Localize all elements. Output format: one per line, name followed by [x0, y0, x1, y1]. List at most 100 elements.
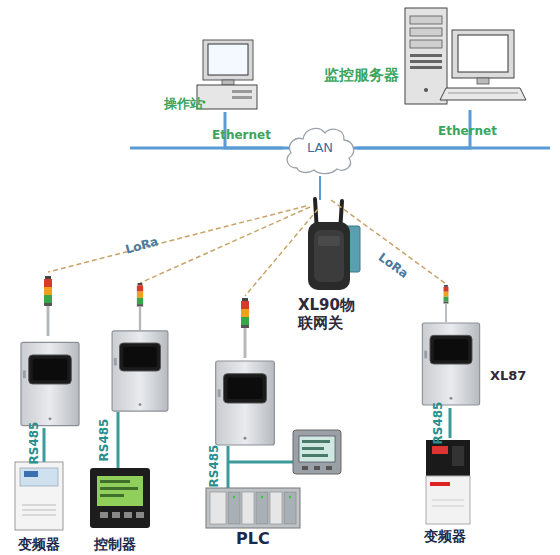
server-computer — [440, 88, 526, 100]
plc-device — [261, 496, 263, 498]
bus-label: RS485 — [27, 422, 41, 465]
node-label: PLC — [236, 529, 270, 548]
edge-label: RS485 — [431, 402, 445, 445]
inverter-device — [452, 446, 464, 466]
control-cabinet — [241, 298, 249, 358]
server-computer — [410, 60, 442, 63]
gateway-device — [314, 230, 344, 282]
lora-connector — [331, 200, 446, 284]
controller-device — [100, 487, 138, 490]
device-node: 变频器 — [10, 458, 78, 554]
node-label: XL90物 联网关 — [298, 296, 360, 332]
controller-device — [100, 494, 124, 497]
plc-device — [284, 492, 296, 524]
power-meter — [302, 440, 330, 443]
gateway-device — [308, 222, 350, 290]
cabinet-node: XL87 — [418, 284, 518, 408]
operator-pc — [203, 40, 253, 80]
lan-cloud: LAN — [283, 122, 357, 176]
controller-device — [100, 480, 130, 483]
control-cabinet — [21, 276, 480, 445]
power-meter — [302, 454, 328, 457]
node-label: 控制器 — [94, 536, 136, 553]
operator-pc — [222, 80, 234, 85]
node-label: 监控服务器 — [324, 66, 399, 84]
link-label: LoRa — [124, 234, 160, 257]
server-computer — [458, 35, 508, 72]
device-node: 控制器 — [86, 464, 154, 554]
node-label: LAN — [283, 140, 357, 156]
controller-device — [112, 512, 120, 518]
server-computer — [405, 8, 526, 104]
rs485-wire — [228, 461, 293, 464]
inverter-device — [22, 515, 56, 516]
inverter-device — [432, 500, 464, 501]
plc-device — [228, 492, 240, 524]
lora-link — [245, 209, 318, 296]
server-computer — [448, 93, 518, 94]
bus-label: RS485 — [207, 445, 221, 488]
device-node: PLC — [204, 484, 302, 550]
operator-pc — [197, 40, 257, 109]
power-meter — [302, 466, 308, 470]
device-node: 变频器 — [420, 438, 482, 550]
node-label: 变频器 — [18, 536, 60, 553]
wire-connector — [449, 408, 452, 438]
inverter-device — [15, 462, 63, 530]
operator-pc — [208, 44, 248, 75]
operator-pc — [232, 90, 252, 93]
controller-device — [90, 468, 150, 528]
inverter-device — [20, 468, 58, 486]
control-cabinet — [44, 276, 52, 336]
server-computer — [424, 88, 428, 92]
lora-link — [48, 206, 306, 272]
edge-label: Ethernet — [212, 128, 271, 142]
controller-device — [90, 468, 150, 528]
control-cabinet — [444, 285, 449, 322]
plc-device — [210, 492, 226, 524]
controller-device — [97, 476, 143, 506]
control-cabinet — [21, 342, 79, 425]
server-node: 监控服务器 — [320, 4, 525, 110]
controller-device — [100, 512, 108, 518]
power-meter — [293, 430, 341, 474]
plc-device — [206, 488, 300, 528]
node-label: 变频器 — [424, 528, 466, 545]
wire-connector — [319, 176, 321, 200]
server-computer — [405, 8, 447, 104]
inverter-device — [430, 482, 450, 486]
inverter-device — [426, 440, 470, 476]
server-computer — [410, 28, 442, 36]
edge-label: Ethernet — [438, 124, 497, 138]
inverter-device — [22, 505, 56, 506]
plc-device — [242, 492, 254, 524]
computer-node: 操作站 — [160, 38, 256, 112]
gateway-node: XL90物 联网关 — [296, 200, 366, 336]
inverter-device — [432, 446, 448, 454]
power-meter — [293, 430, 341, 474]
server-computer — [452, 30, 514, 78]
rs485-wire — [44, 412, 293, 488]
power-meter — [302, 447, 324, 450]
control-cabinet — [137, 283, 143, 330]
inverter-device — [22, 510, 56, 511]
operator-pc — [197, 85, 257, 109]
plc-device — [289, 496, 291, 498]
operator-pc — [232, 96, 252, 99]
server-computer — [477, 78, 489, 84]
power-meter — [314, 466, 320, 470]
lora-link — [48, 206, 318, 296]
power-meter — [299, 436, 335, 462]
inverter-device — [24, 471, 38, 477]
server-computer — [410, 16, 442, 24]
gateway-device — [318, 236, 340, 246]
plc-device — [206, 488, 300, 528]
power-meter — [326, 466, 332, 470]
inverter-device — [426, 440, 470, 524]
plc-device — [270, 492, 282, 524]
server-computer — [410, 40, 442, 48]
control-cabinet — [422, 323, 479, 405]
